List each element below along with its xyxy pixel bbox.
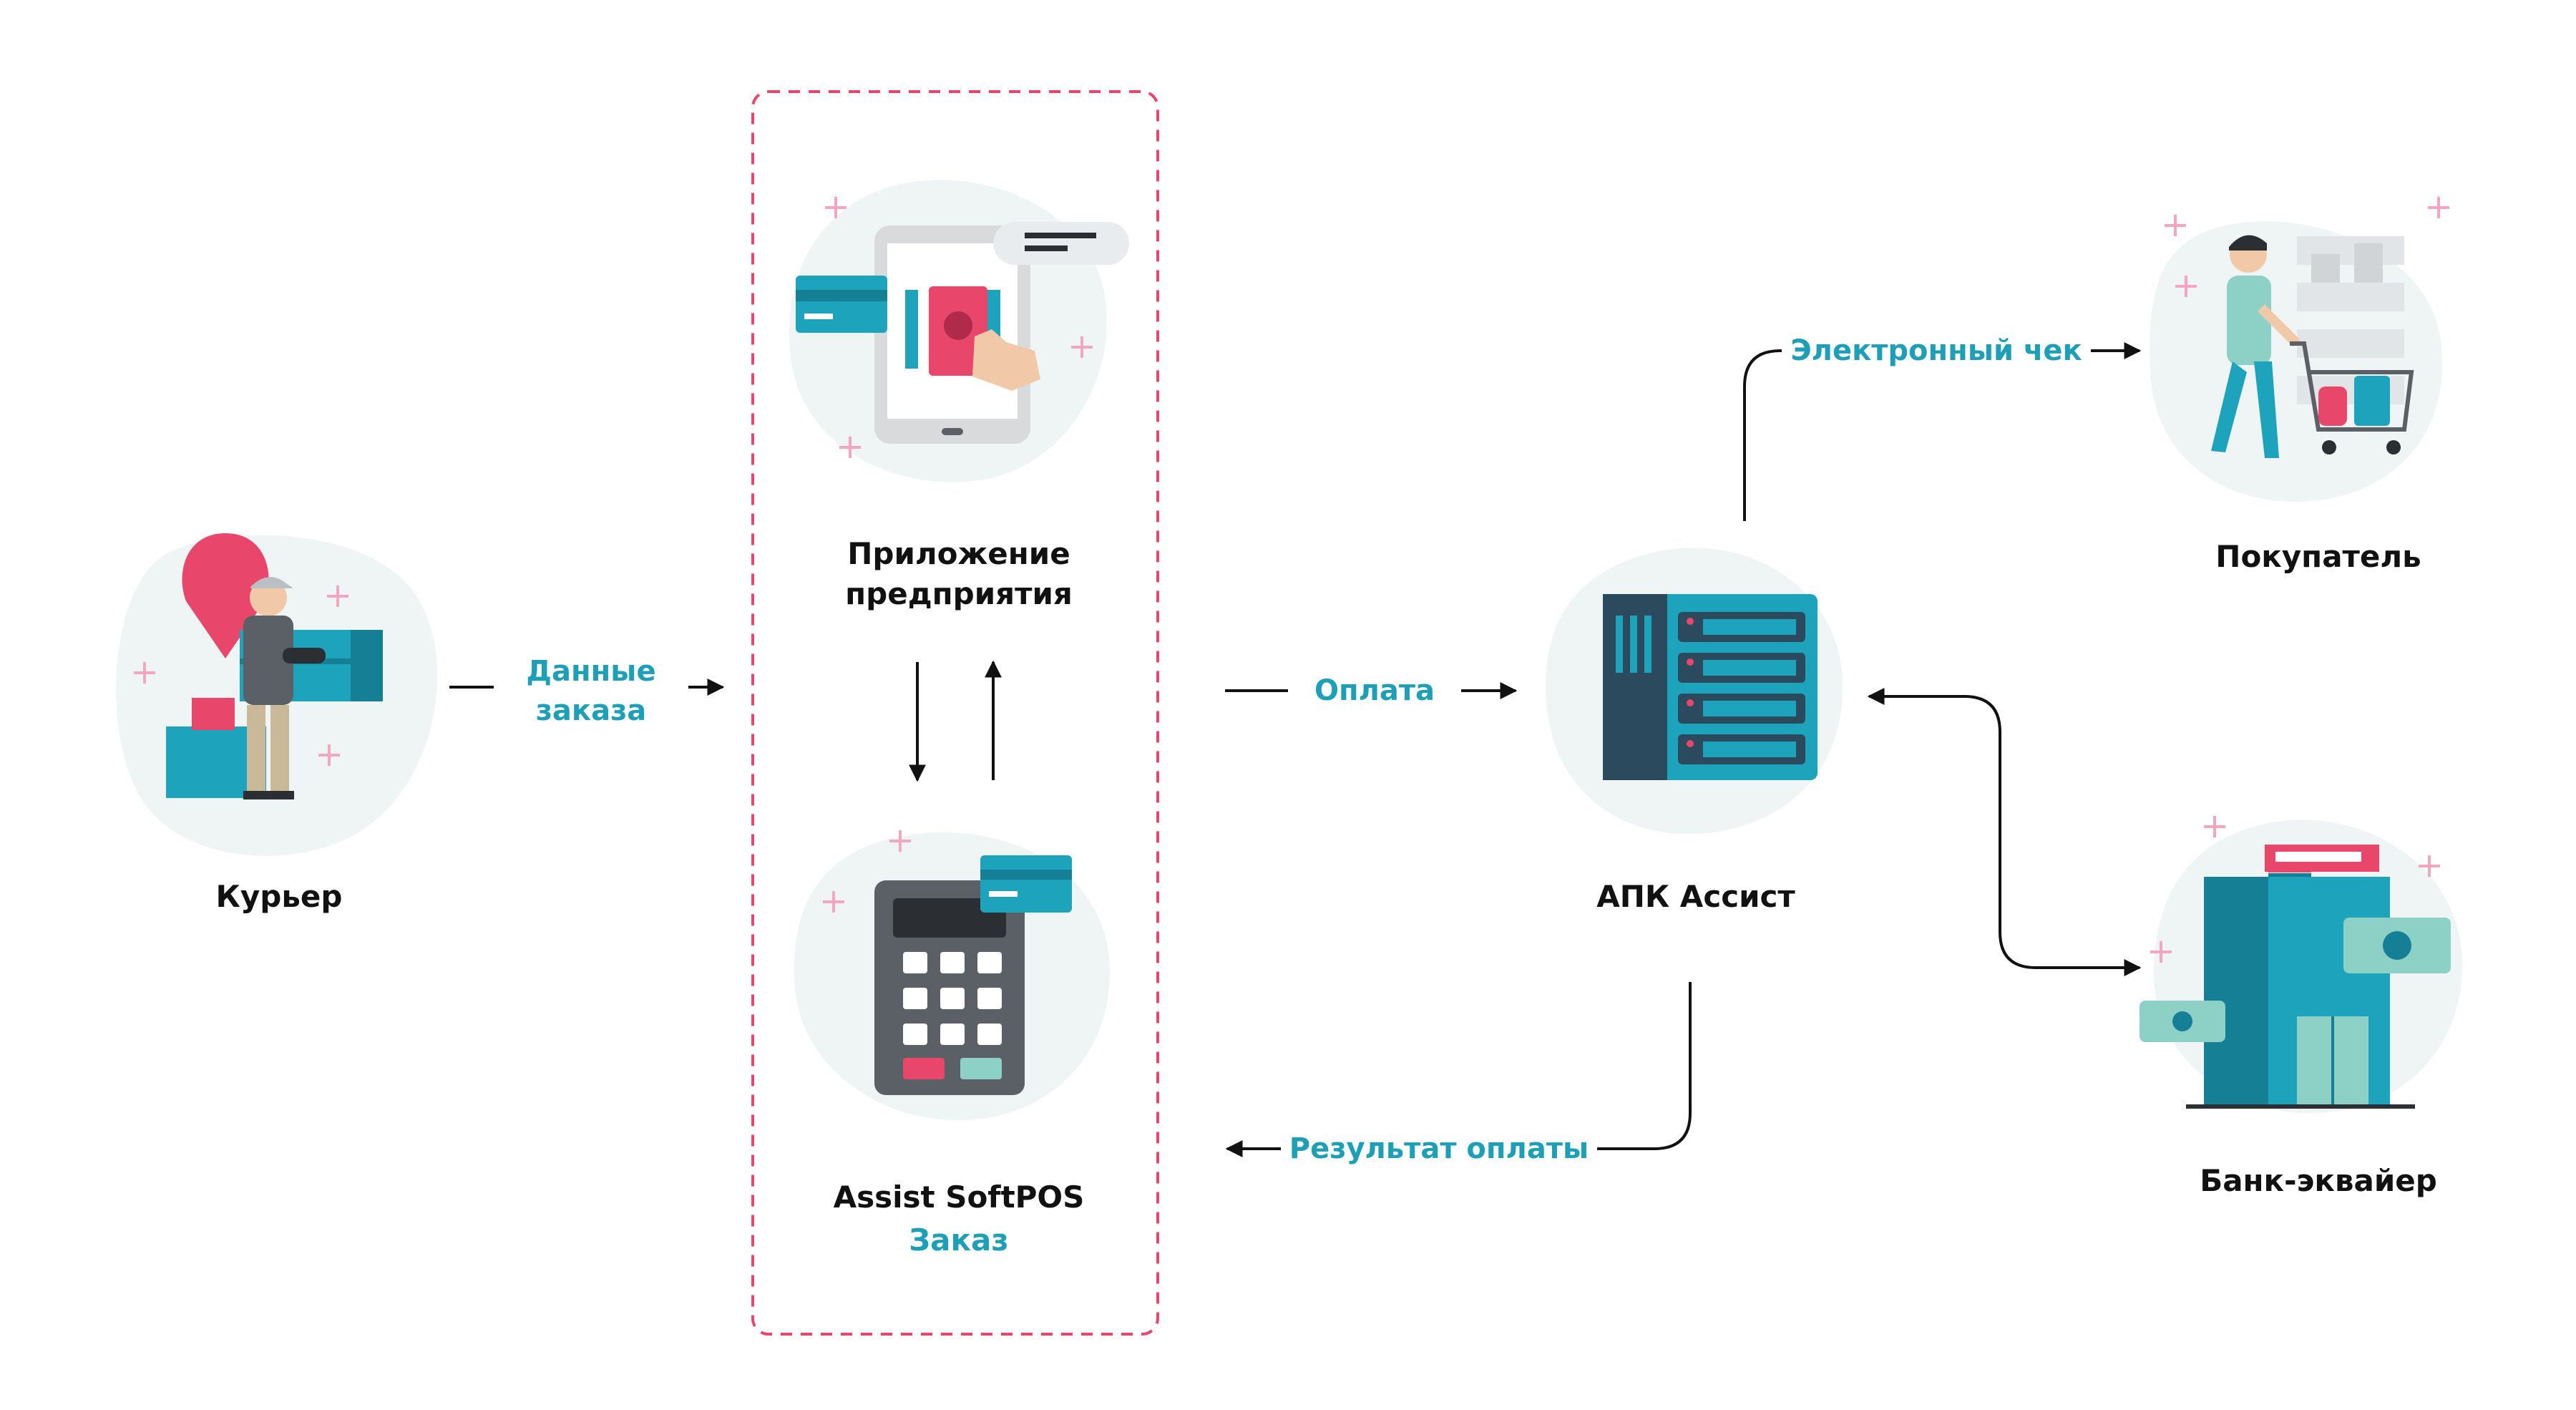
app-label-line1: Приложение [847,536,1070,571]
server-illustration [1546,548,1843,835]
app-group-frame [751,90,1159,1336]
courier-label: Курьер [215,879,343,914]
softpos-label: Assist SoftPOS [833,1180,1085,1215]
courier-illustration [116,533,438,856]
bank-label: Банк-эквайер [2200,1163,2437,1198]
order-data-label-line1: Данные [494,651,688,691]
app-illustration [789,180,1129,482]
arrow-payment-result [1225,982,1692,1157]
arrow-apk-bank [1867,688,2142,976]
order-data-label-line2: заказа [494,691,688,731]
buyer-illustration [2150,197,2449,502]
payment-result-label: Результат оплаты [1281,1129,1597,1169]
bank-illustration [2140,816,2462,1114]
payment-label: Оплата [1288,671,1461,711]
softpos-sublabel: Заказ [909,1222,1009,1258]
buyer-label: Покупатель [2215,539,2421,574]
e-receipt-label: Электронный чек [1782,331,2091,371]
app-label-line2: предприятия [845,576,1073,611]
apk-label: АПК Ассист [1596,879,1795,914]
softpos-illustration [794,830,1110,1121]
arrow-e-receipt [1743,342,2142,521]
